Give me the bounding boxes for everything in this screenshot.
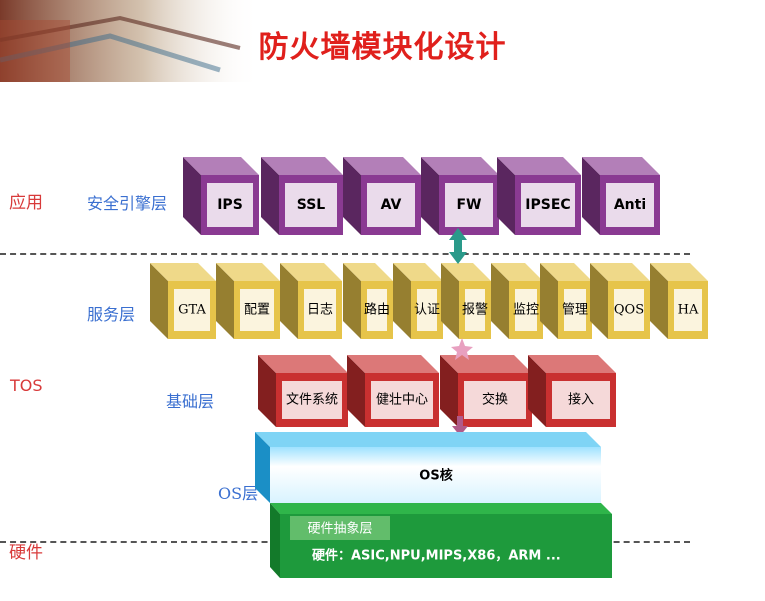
service-block-8: QOS xyxy=(590,263,650,339)
service-block-9-label: HA xyxy=(678,303,699,318)
corner-decoration xyxy=(0,0,260,82)
up-down-arrow xyxy=(449,228,467,264)
engine-layer: IPS SSL AV FW IPSEC Anti xyxy=(183,157,660,235)
base-block-0-label: 文件系统 xyxy=(286,393,338,408)
service-block-5-label: 报警 xyxy=(462,302,488,318)
service-block-1: 配置 xyxy=(216,263,280,339)
page-title: 防火墙模块化设计 xyxy=(258,30,507,65)
service-block-0: GTA xyxy=(150,263,216,339)
service-block-1-label: 配置 xyxy=(244,303,270,318)
service-block-6-label: 监控 xyxy=(513,303,539,318)
service-layer: GTA 配置 日志 路由 认证 报警 监控 管理 QOS HA xyxy=(150,263,708,339)
service-block-2: 日志 xyxy=(280,263,342,339)
connector-star-1 xyxy=(451,338,473,360)
base-layer: 文件系统 健壮中心 交换 接入 xyxy=(258,355,616,427)
engine-block-ssl-label: SSL xyxy=(297,197,326,213)
service-block-0-label: GTA xyxy=(178,303,206,318)
service-block-7: 管理 xyxy=(540,263,592,339)
service-block-6: 监控 xyxy=(491,263,543,339)
base-block-3: 接入 xyxy=(528,355,616,427)
base-block-1: 健壮中心 xyxy=(347,355,439,427)
base-block-0: 文件系统 xyxy=(258,355,348,427)
engine-block-av-label: AV xyxy=(381,197,402,213)
service-block-3: 路由 xyxy=(343,263,393,339)
layer-label-base: 基础层 xyxy=(166,392,215,411)
hw-abstraction-label: 硬件抽象层 xyxy=(307,522,372,537)
engine-block-ipsec: IPSEC xyxy=(497,157,581,235)
engine-block-ips-label: IPS xyxy=(217,197,243,213)
layer-label-service: 服务层 xyxy=(87,305,136,324)
service-block-2-label: 日志 xyxy=(307,303,333,318)
layer-label-engine: 安全引擎层 xyxy=(87,194,168,213)
service-block-7-label: 管理 xyxy=(562,303,588,318)
service-block-4: 认证 xyxy=(393,263,443,339)
connector-arrow-2 xyxy=(452,416,468,436)
base-block-2: 交换 xyxy=(440,355,532,427)
base-block-3-label: 接入 xyxy=(568,392,594,408)
base-block-2-label: 交换 xyxy=(482,392,508,408)
hardware-block: 硬件抽象层 硬件：ASIC,NPU,MIPS,X86，ARM ... xyxy=(270,503,612,578)
engine-block-av: AV xyxy=(343,157,421,235)
engine-block-fw-label: FW xyxy=(456,197,481,213)
os-core-label: OS核 xyxy=(419,468,452,484)
service-block-9: HA xyxy=(650,263,708,339)
engine-block-ssl: SSL xyxy=(261,157,343,235)
engine-block-fw: FW xyxy=(421,157,499,235)
engine-block-anti-label: Anti xyxy=(614,197,646,213)
divider-app-tos xyxy=(0,253,690,255)
base-block-1-label: 健壮中心 xyxy=(376,393,428,408)
service-block-3-label: 路由 xyxy=(364,302,390,318)
engine-block-anti: Anti xyxy=(582,157,660,235)
engine-block-ipsec-label: IPSEC xyxy=(525,197,570,213)
hw-platforms-label: 硬件：ASIC,NPU,MIPS,X86，ARM ... xyxy=(312,548,561,564)
lane-label-app: 应用 xyxy=(9,193,43,213)
lane-label-tos: TOS xyxy=(10,376,43,395)
service-block-5: 报警 xyxy=(441,263,491,339)
engine-block-ips: IPS xyxy=(183,157,259,235)
service-block-4-label: 认证 xyxy=(414,303,440,318)
layer-label-os: OS层 xyxy=(218,484,259,503)
os-core-block: OS核 xyxy=(255,432,601,503)
lane-label-hw: 硬件 xyxy=(9,543,43,563)
service-block-8-label: QOS xyxy=(614,303,644,318)
